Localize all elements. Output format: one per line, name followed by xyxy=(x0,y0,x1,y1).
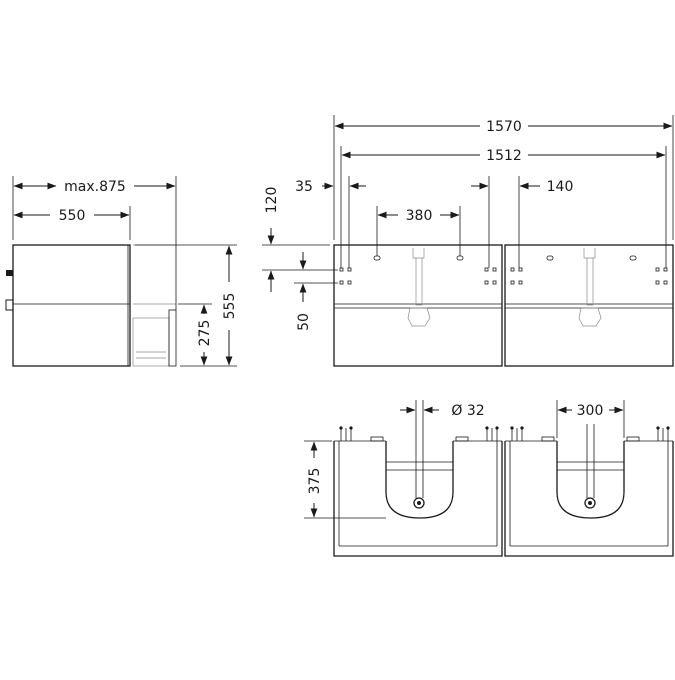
label-depth-max: max.875 xyxy=(64,179,126,195)
plan-cabinet-left xyxy=(333,424,503,557)
label-waste-diameter: Ø 32 xyxy=(451,403,484,419)
label-drawer-height: 275 xyxy=(197,320,213,347)
dim-width-mounting: 1512 xyxy=(340,146,667,268)
siphon-left xyxy=(407,248,431,327)
dim-rail-offset: 50 xyxy=(294,252,338,331)
dim-plan-depth: 375 xyxy=(304,440,386,519)
dim-waste-diameter: Ø 32 xyxy=(400,400,485,424)
dim-depth-max: max.875 xyxy=(12,176,177,310)
label-basin-width: 300 xyxy=(577,403,604,419)
front-cabinet-right xyxy=(504,244,674,367)
dim-basin-width: 300 xyxy=(556,400,625,438)
label-edge-offset: 35 xyxy=(295,179,313,195)
front-cabinet-left xyxy=(333,244,503,367)
mounting-holes xyxy=(339,255,668,285)
dim-height-total: 555 xyxy=(135,244,238,367)
front-view: 1570 1512 35 140 xyxy=(262,115,674,367)
plan-cabinet-right xyxy=(504,424,674,557)
dim-width-total: 1570 xyxy=(333,115,674,240)
side-cabinet-body xyxy=(12,244,131,367)
dim-depth: 550 xyxy=(13,206,131,240)
dim-drawer-height: 275 xyxy=(178,303,213,366)
dim-hole-spacing: 380 xyxy=(376,206,461,256)
label-height-total: 555 xyxy=(222,293,238,320)
label-hole-spacing: 380 xyxy=(406,208,433,224)
side-view: max.875 550 555 275 xyxy=(5,176,238,367)
wall-bracket xyxy=(5,299,14,311)
plan-view: Ø 32 300 375 xyxy=(304,400,674,557)
label-width-total: 1570 xyxy=(486,119,522,135)
siphon-right xyxy=(578,248,602,327)
side-drawer-open xyxy=(132,244,177,367)
dim-top-offset: 120 xyxy=(262,187,338,292)
label-plan-depth: 375 xyxy=(307,468,323,495)
wall-bracket xyxy=(6,270,13,276)
label-rail-offset: 50 xyxy=(296,313,312,331)
label-depth: 550 xyxy=(59,208,86,224)
label-inner-offset: 140 xyxy=(547,179,574,195)
dim-edge-offset: 35 xyxy=(295,176,366,268)
label-width-mounting: 1512 xyxy=(486,148,522,164)
dim-inner-offset: 140 xyxy=(471,176,573,268)
label-top-offset: 120 xyxy=(264,187,280,214)
